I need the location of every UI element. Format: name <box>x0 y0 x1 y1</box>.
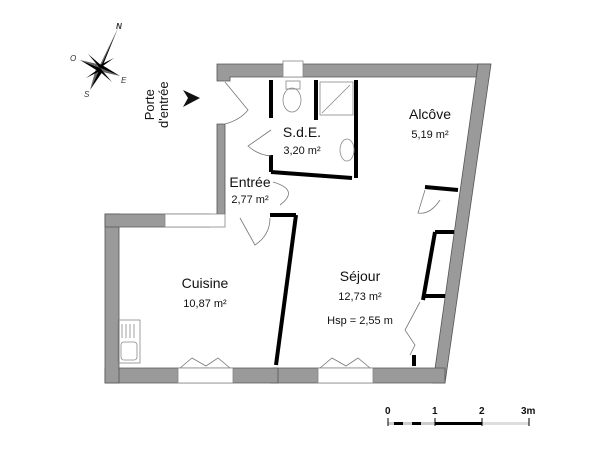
room-name: S.d.E. <box>282 124 322 140</box>
entry-arrow-icon <box>183 90 200 107</box>
room-area: 12,73 m² <box>338 291 382 303</box>
room-name: Alcôve <box>408 106 452 122</box>
door-swings <box>179 81 441 369</box>
compass-west-label: O <box>70 54 77 63</box>
room-area: 10,87 m² <box>183 298 227 310</box>
ceiling-height: Hsp = 2,55 m <box>327 315 393 327</box>
sink-icon <box>339 138 355 162</box>
room-label-cuisine: Cuisine 10,87 m² <box>165 275 245 311</box>
room-area: 3,20 m² <box>283 145 321 157</box>
partitions <box>269 80 459 366</box>
compass-north-label: N <box>116 22 122 31</box>
scale-tick-1: 1 <box>432 406 438 417</box>
scale-tick-2: 2 <box>479 406 485 417</box>
toilet-icon <box>282 87 302 113</box>
scale-bar <box>387 418 530 426</box>
kitchen-sink-icon <box>117 319 141 364</box>
room-area: 5,19 m² <box>411 129 449 141</box>
compass-east-label: E <box>121 76 127 85</box>
compass-rose-icon <box>80 28 120 90</box>
scale-tick-3m: 3m <box>521 406 536 417</box>
room-label-entree: Entrée 2,77 m² <box>222 174 278 207</box>
room-name: Séjour <box>339 268 381 284</box>
room-label-sejour: Séjour 12,73 m² Hsp = 2,55 m <box>320 268 400 328</box>
compass-south-label: S <box>84 90 90 99</box>
windows <box>164 60 374 384</box>
entry-door-label: Porte d'entrée <box>142 81 171 128</box>
room-name: Entrée <box>229 174 271 190</box>
room-label-sde: S.d.E. 3,20 m² <box>272 124 332 158</box>
room-name: Cuisine <box>181 275 229 291</box>
bathroom-fixtures <box>282 80 355 162</box>
room-area: 2,77 m² <box>231 194 269 206</box>
scale-tick-0: 0 <box>385 406 391 417</box>
shower-icon <box>319 81 354 116</box>
room-label-alcove: Alcôve 5,19 m² <box>395 106 465 142</box>
